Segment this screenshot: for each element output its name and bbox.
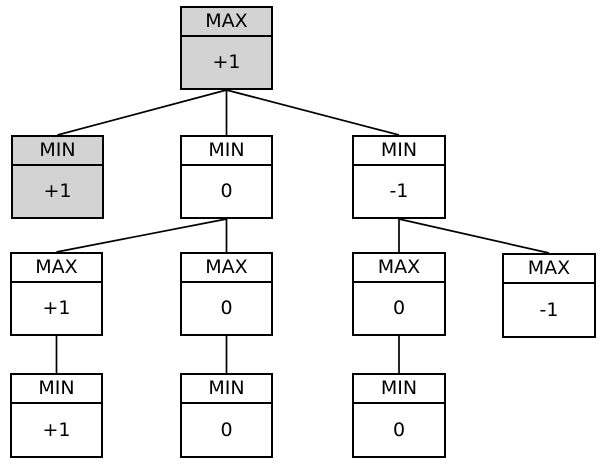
tree-edge xyxy=(398,218,550,254)
tree-node-max-level3-4: MAX -1 xyxy=(502,253,596,338)
node-value: +1 xyxy=(43,180,72,202)
node-type-label: MIN xyxy=(182,137,271,166)
node-type-label: MIN xyxy=(354,375,444,404)
tree-node-min-leaf-2: MIN 0 xyxy=(180,373,273,458)
node-value: 0 xyxy=(220,180,233,202)
node-type-label: MIN xyxy=(13,137,102,166)
tree-node-min-middle: MIN 0 xyxy=(180,135,273,219)
node-value: 0 xyxy=(220,418,233,441)
tree-node-min-right: MIN -1 xyxy=(352,135,446,219)
tree-node-min-left: MIN +1 xyxy=(11,135,104,219)
node-type-label: MAX xyxy=(354,254,444,283)
tree-node-max-level3-3: MAX 0 xyxy=(352,252,446,336)
node-type-label: MAX xyxy=(182,254,271,283)
node-value: 0 xyxy=(392,297,406,319)
node-type-label: MAX xyxy=(182,8,271,37)
node-value: +1 xyxy=(212,51,241,73)
tree-edge xyxy=(56,218,227,253)
node-value: -1 xyxy=(539,298,559,321)
tree-node-min-leaf-1: MIN +1 xyxy=(10,373,103,458)
node-type-label: MAX xyxy=(504,255,594,284)
node-value: -1 xyxy=(389,180,409,202)
tree-node-max-level3-1: MAX +1 xyxy=(10,252,103,336)
node-value: +1 xyxy=(42,297,71,319)
tree-node-min-leaf-3: MIN 0 xyxy=(352,373,446,458)
node-value: 0 xyxy=(220,297,233,319)
node-type-label: MIN xyxy=(354,137,444,166)
node-type-label: MIN xyxy=(12,375,101,404)
node-value: +1 xyxy=(42,418,71,441)
node-type-label: MAX xyxy=(12,254,101,283)
node-value: 0 xyxy=(392,418,406,441)
tree-node-root-max: MAX +1 xyxy=(180,6,273,90)
node-type-label: MIN xyxy=(182,375,271,404)
tree-edge xyxy=(57,89,227,136)
tree-node-max-level3-2: MAX 0 xyxy=(180,252,273,336)
tree-edge xyxy=(226,89,400,136)
